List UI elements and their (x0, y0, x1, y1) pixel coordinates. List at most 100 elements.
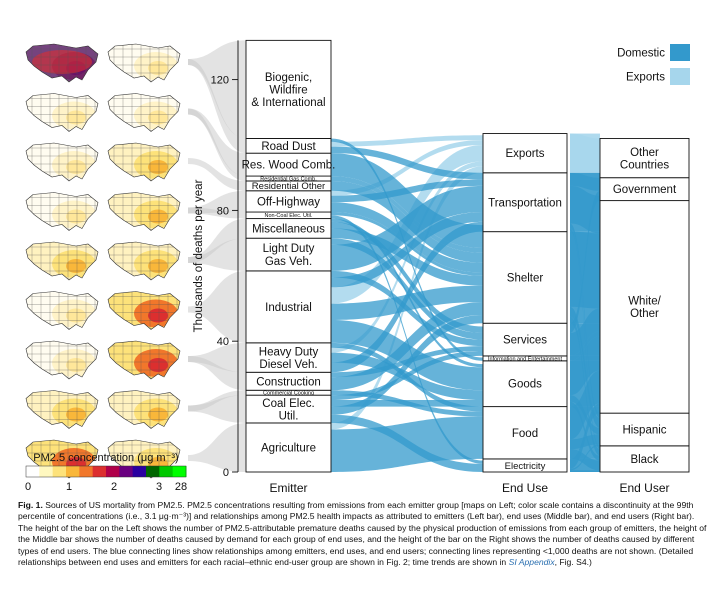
emitter-label-biogenic-wildfire-international: Wildfire (269, 84, 307, 96)
emitter-segment-biogenic-wildfire-international (245, 39, 332, 139)
colorbar-swatch (106, 466, 120, 477)
map-fan-residential-other (188, 158, 246, 191)
flow-res-wood-comb-to-shelter (331, 153, 483, 249)
emitter-label-construction: Construction (256, 376, 321, 388)
colorbar-swatch (159, 466, 174, 477)
map-fill (108, 192, 180, 231)
end-user-bar: BlackHispanicWhite/OtherGovernmentOtherC… (599, 138, 690, 473)
pm25-map-0-0 (25, 43, 99, 83)
separator-services (570, 323, 600, 356)
flow-heavy-duty-diesel-veh-to-food (331, 342, 483, 412)
map-fill (26, 44, 98, 82)
end-use-label-transportation: Transportation (488, 197, 562, 209)
colorbar-tick-label: 3 (156, 481, 162, 493)
map-outline (25, 93, 99, 132)
end-use-label-food: Food (512, 428, 538, 440)
map-fan-road-dust (188, 59, 246, 154)
colorbar-tick-label: 2 (111, 481, 117, 493)
flow-commercial-cooking-to-food (331, 390, 483, 417)
separator-exports (570, 133, 600, 173)
map-fill (26, 341, 98, 379)
separator-goods (570, 360, 600, 407)
end-user-label-black: Black (630, 454, 658, 466)
flow-non-coal-elec-util-to-shelter (331, 212, 483, 276)
emitter-label-agriculture: Agriculture (261, 443, 316, 455)
emitter-label-light-duty-gas-veh: Light Duty (263, 243, 315, 255)
flow-industrial-to-shelter (331, 285, 483, 320)
flow-off-highway-to-shelter (331, 202, 483, 273)
map-fill (108, 341, 180, 379)
map-fan-off-highway (188, 190, 246, 214)
pm25-map-4-0 (25, 241, 99, 281)
colorbar-swatch (52, 466, 67, 477)
map-outline (107, 43, 181, 83)
emitter-label-non-coal-elec-util: Non-Coal Elec. Util. (265, 213, 313, 219)
separator-food (570, 406, 600, 459)
colorbar-swatch (92, 466, 107, 477)
map-fill (26, 242, 98, 280)
map-core-blob (148, 358, 168, 372)
y-tick-label-0: 0 (223, 467, 229, 479)
emitter-segment-industrial (245, 270, 332, 344)
flow-industrial-to-services (331, 270, 483, 347)
pm25-map-2-1 (107, 142, 181, 182)
colorbar-swatch (119, 466, 134, 477)
map-core-blob (148, 259, 168, 273)
colorbar-tick-label: 1 (66, 481, 72, 493)
colorbar-tick-label: 28 (175, 481, 187, 493)
emitter-segment-coal-elec-util (245, 394, 332, 424)
map-fan-res-wood-comb (188, 108, 246, 177)
map-core-blob (66, 358, 86, 372)
separator-information-and-entertainment (570, 355, 600, 361)
end-user-segment-white-other (599, 200, 690, 414)
end-use-label-information-and-entertainment: Information and Entertainment (488, 356, 562, 362)
end-user-segment-other-countries (599, 138, 690, 179)
pm25-map-5-1 (107, 291, 181, 330)
map-fan-agriculture (188, 422, 246, 472)
map-core-blob (66, 209, 86, 224)
export-separator (570, 133, 600, 472)
caption-si-link[interactable]: SI Appendix (508, 557, 555, 568)
end-user-segment-hispanic (599, 412, 690, 447)
colorbar-frame (25, 465, 187, 478)
map-fill (108, 390, 180, 429)
map-outline (25, 291, 99, 330)
map-fill (108, 93, 180, 132)
pm25-map-1-1 (107, 93, 181, 132)
emitter-label-residential-gas-comb: Residential Gas Comb. (260, 176, 317, 182)
map-fan-miscellaneous (188, 218, 246, 263)
map-connector-fan (188, 40, 246, 472)
emission-maps (25, 43, 181, 479)
end-use-segment-food (482, 406, 568, 460)
map-fill (26, 192, 98, 231)
legend-label-exports: Exports (626, 72, 665, 84)
map-outline (25, 340, 99, 380)
pm25-map-0-1 (107, 43, 181, 83)
map-fill (26, 291, 98, 330)
end-user-label-other-countries: Other (630, 147, 659, 159)
separator-electricity (570, 458, 600, 472)
map-core-blob (66, 160, 86, 174)
end-user-label-white-other: White/ (628, 296, 661, 308)
colorbar-tick-label: 0 (25, 481, 31, 493)
map-core-blob (148, 209, 168, 224)
map-outline (107, 390, 181, 429)
map-fan-heavy-duty-diesel-veh (188, 342, 246, 373)
map-outline (25, 192, 99, 231)
flow-residential-other-to-shelter (331, 180, 483, 263)
end-use-label-electricity: Electricity (505, 461, 546, 472)
map-fan-coal-elec-util (188, 395, 246, 423)
map-fill (26, 93, 98, 132)
caption-figure-number: Fig. 1. (18, 500, 43, 510)
caption-body: Sources of US mortality from PM2.5. PM2.… (18, 500, 707, 568)
end-use-segment-services (482, 322, 568, 357)
map-outline (107, 291, 181, 330)
emitter-label-res-wood-comb: Res. Wood Comb. (242, 160, 336, 172)
map-fan-light-duty-gas-veh (188, 238, 246, 271)
y-tick-label-80: 80 (217, 205, 229, 217)
y-tick-label-40: 40 (217, 336, 229, 348)
pm25-map-6-0 (25, 340, 99, 380)
colorbar-swatch (132, 466, 147, 477)
colorbar-swatch (39, 466, 54, 477)
